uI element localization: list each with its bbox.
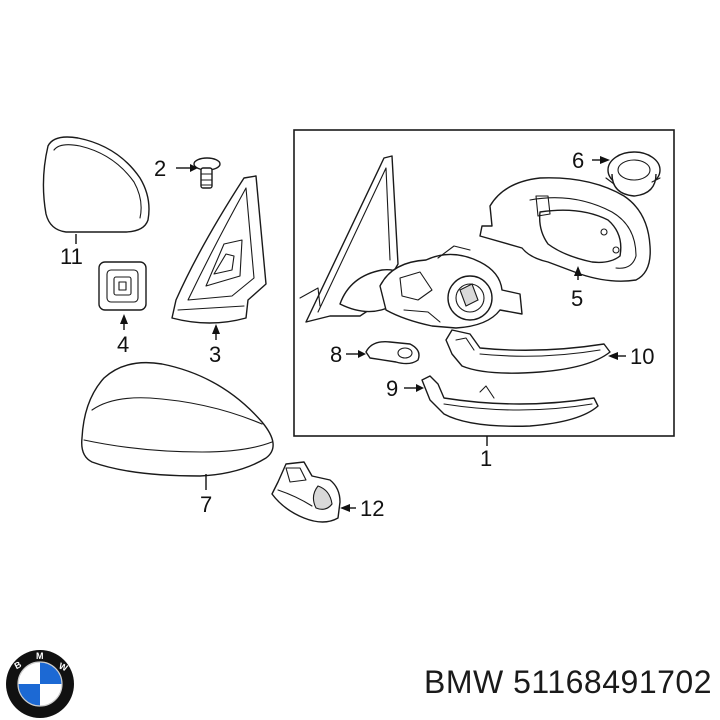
callout-9: 9 — [386, 376, 398, 401]
callout-10: 10 — [630, 344, 654, 369]
assembly-frame — [293, 129, 675, 437]
part-4-gasket — [98, 261, 147, 311]
svg-text:B: B — [13, 659, 24, 671]
part-number-label: BMW 51168491702 — [424, 664, 712, 700]
callout-3: 3 — [209, 342, 221, 367]
part-2-screw — [193, 157, 221, 189]
callout-8: 8 — [330, 342, 342, 367]
part-11-mirror-glass — [42, 136, 150, 233]
bmw-roundel-icon: B M W — [6, 650, 74, 718]
part-8-bracket — [365, 341, 420, 365]
part-3-mirror-base — [171, 175, 267, 324]
part-9-lamp-trim — [421, 375, 599, 427]
callout-2: 2 — [154, 156, 166, 181]
callout-5: 5 — [571, 286, 583, 311]
callout-7: 7 — [200, 492, 212, 517]
part-1-actuator-bracket — [379, 245, 523, 329]
part-6-adjustment-motor — [605, 151, 661, 197]
part-5-mirror-housing — [479, 177, 651, 282]
part-10-turn-signal-lamp — [445, 329, 611, 374]
leader-lines — [75, 156, 626, 512]
part-12-camera-module — [271, 461, 341, 523]
callout-12: 12 — [360, 496, 384, 521]
callout-4: 4 — [117, 332, 129, 357]
callout-11: 11 — [60, 244, 83, 269]
svg-text:M: M — [36, 651, 44, 661]
part-7-mirror-cover — [81, 361, 274, 477]
callout-6: 6 — [572, 148, 584, 173]
callout-1: 1 — [480, 446, 492, 471]
